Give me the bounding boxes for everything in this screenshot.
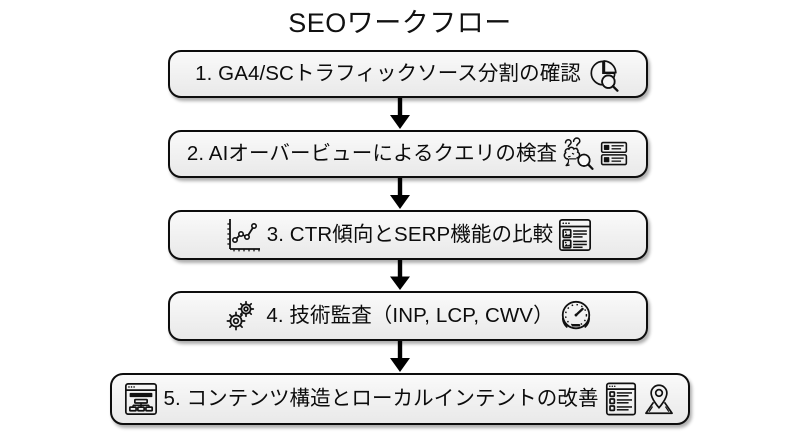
- flow-node-label: 3. CTR傾向とSERP機能の比較: [266, 223, 554, 246]
- connector-arrow-2-3: [387, 178, 413, 210]
- connector-arrow-1-2: [387, 98, 413, 130]
- flow-node-label: 4. 技術監査（INP, LCP, CWV）: [266, 304, 554, 327]
- page-title: SEOワークフロー: [288, 8, 512, 38]
- connector-arrow-3-4: [387, 260, 413, 291]
- step-2-icon-group: [561, 136, 629, 172]
- gears-icon: [222, 296, 262, 336]
- step-5-icon-group: [603, 381, 677, 417]
- sitemap-icon: [123, 381, 159, 417]
- line-chart-icon: [223, 215, 263, 255]
- flow-node-label: 5. コンテンツ構造とローカルインテントの改善: [163, 387, 599, 410]
- flow-node-step-2[interactable]: 2. AIオーバービューによるクエリの検査: [168, 130, 648, 178]
- search-results-panel-icon: [599, 139, 629, 169]
- article-list-icon: [603, 381, 639, 417]
- flow-node-label: 1. GA4/SCトラフィックソース分割の確認: [195, 62, 581, 85]
- flow-node-step-1[interactable]: 1. GA4/SCトラフィックソース分割の確認: [168, 50, 648, 98]
- speedometer-icon: [558, 298, 594, 334]
- brain-question-search-icon: [561, 136, 597, 172]
- flow-node-step-3[interactable]: 3. CTR傾向とSERP機能の比較: [168, 210, 648, 260]
- serp-layout-icon: [557, 217, 593, 253]
- pie-chart-magnifier-icon: [585, 56, 621, 92]
- flow-node-step-5[interactable]: 5. コンテンツ構造とローカルインテントの改善: [110, 373, 690, 425]
- flow-node-step-4[interactable]: 4. 技術監査（INP, LCP, CWV）: [168, 291, 648, 341]
- flow-node-label: 2. AIオーバービューによるクエリの検査: [186, 142, 558, 165]
- connector-arrow-4-5: [387, 341, 413, 373]
- map-pin-icon: [641, 381, 677, 417]
